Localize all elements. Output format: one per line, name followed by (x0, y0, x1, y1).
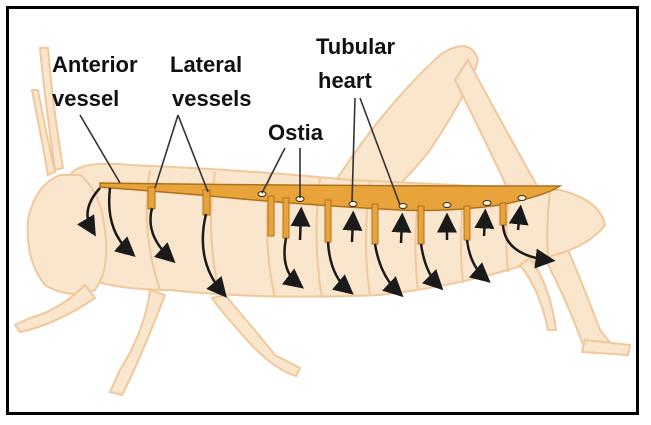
anterior-vessel-label-line2: vessel (52, 86, 119, 111)
lateral-vessels-label-line2: vessels (172, 86, 252, 111)
tubular-heart-label-line1: Tubular (316, 34, 395, 59)
lateral-vessels-label-line1: Lateral (170, 52, 242, 77)
ostia-label: Ostia (268, 120, 324, 145)
tubular-heart-label-line2: heart (318, 68, 372, 93)
anterior-vessel-label-line1: Anterior (52, 52, 138, 77)
